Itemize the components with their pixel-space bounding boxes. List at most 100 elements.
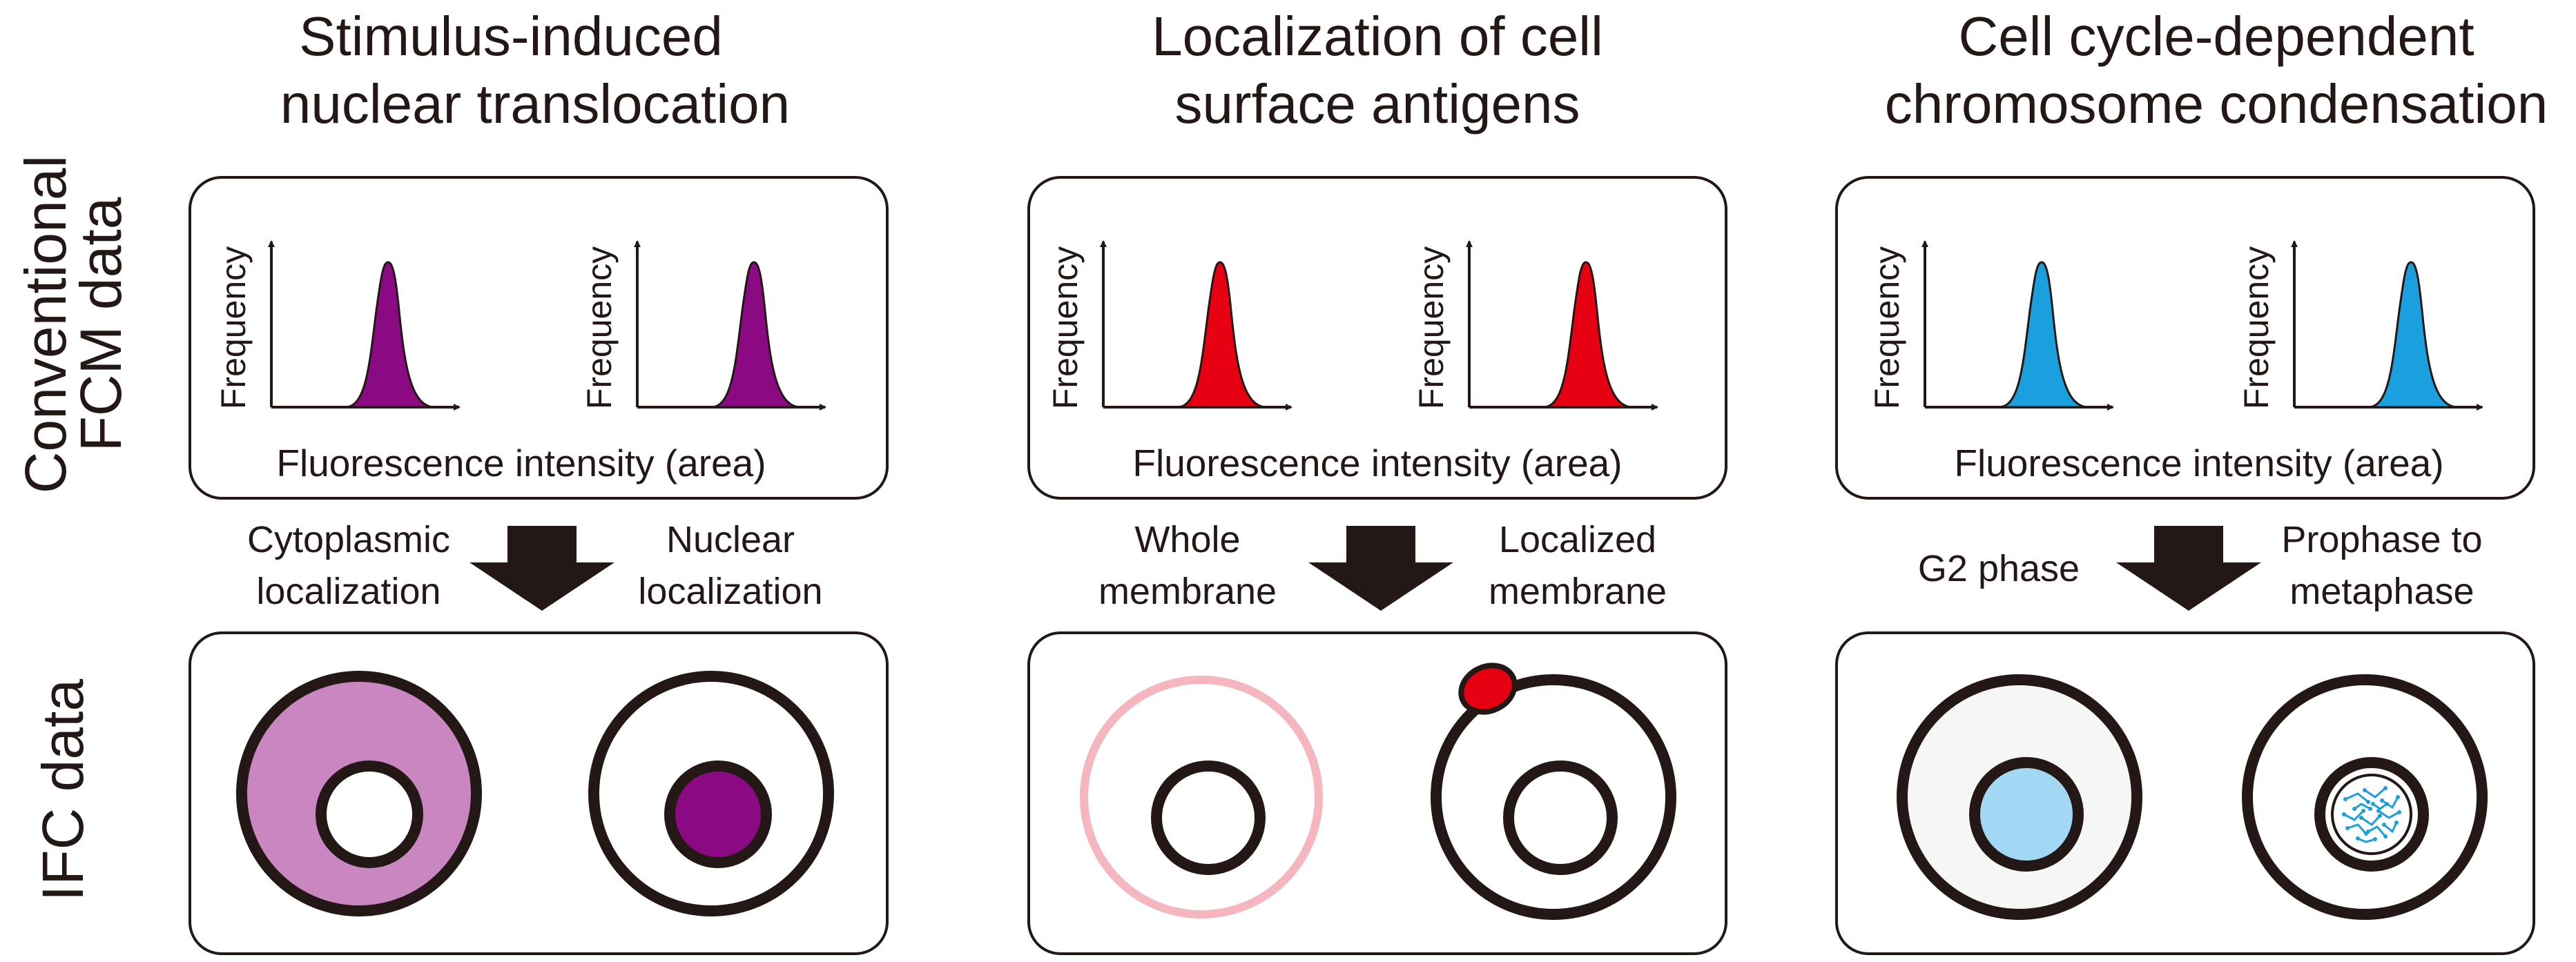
panel-2-left-ylabel: Frequency xyxy=(1046,246,1085,409)
panel-3-left-peak xyxy=(1998,261,2089,409)
row-label-ifc: IFC data xyxy=(30,679,95,901)
panel-2-right-ylabel: Frequency xyxy=(1412,246,1451,409)
chromosome-end xyxy=(2361,809,2365,813)
panel-2-cell-whole-membrane xyxy=(1080,676,1323,919)
chromosome-end xyxy=(2385,802,2389,806)
panel-1-histogram-right: Frequency xyxy=(580,240,826,411)
panel-1-right-peak xyxy=(710,261,802,409)
chromosome-end xyxy=(2345,826,2350,830)
chromosome-end xyxy=(2366,800,2370,804)
chromosome-segment xyxy=(2367,825,2387,838)
row-label-fcm: Conventional FCM data xyxy=(13,155,133,493)
panel-3-cell-prophase xyxy=(2242,674,2488,920)
panel-3-cell-left-nucleus xyxy=(1969,757,2084,872)
panel-1-cell-nuclear xyxy=(588,671,834,916)
panel-1-down-arrow-icon xyxy=(469,526,614,611)
chromosome-end xyxy=(2352,807,2356,811)
panel-1-xlabel: Fluorescence intensity (area) xyxy=(276,442,766,484)
chromosome-end xyxy=(2373,837,2377,841)
panel-3-right-peak xyxy=(2367,261,2459,409)
chromosome-end xyxy=(2366,830,2370,834)
panel-3-right-step-label-line2: metaphase xyxy=(2289,571,2474,612)
panel-3-title-line2: chromosome condensation xyxy=(1885,73,2548,135)
panel-1-cell-right-nucleus xyxy=(664,760,772,868)
chromosome-end xyxy=(2394,821,2399,825)
panel-3-histogram-left: Frequency xyxy=(1868,240,2114,411)
panel-3-cell-g2 xyxy=(1897,674,2142,920)
panel-1-right-step-label-line1: Nuclear xyxy=(666,519,795,560)
panel-3-fcm-box xyxy=(1835,176,2535,500)
panel-2-localized-antigen xyxy=(1458,662,1518,715)
panel-chromosome-condensation: Cell cycle-dependent chromosome condensa… xyxy=(1835,6,2548,955)
panel-2-left-step-label-line1: Whole xyxy=(1134,519,1240,560)
chromosome-segment xyxy=(2353,803,2372,810)
chromosome-end xyxy=(2376,809,2381,813)
chromosome-end xyxy=(2371,802,2375,806)
panel-2-title-line2: surface antigens xyxy=(1174,73,1580,135)
panel-3-left-ylabel: Frequency xyxy=(1868,246,1906,409)
chromosome-segment xyxy=(2343,809,2365,821)
panel-2-down-arrow-icon xyxy=(1308,526,1453,611)
chromosome-end xyxy=(2356,836,2360,841)
panel-2-left-peak xyxy=(1176,261,1268,409)
panel-1-right-ylabel: Frequency xyxy=(580,246,619,409)
chromosome-end xyxy=(2363,788,2367,792)
panel-1-left-step-label-line1: Cytoplasmic xyxy=(247,519,450,560)
panel-1-histogram-left: Frequency xyxy=(214,240,461,411)
panel-3-left-step-label-line1: G2 phase xyxy=(1918,548,2080,589)
panel-3-title-line1: Cell cycle-dependent xyxy=(1958,6,2474,67)
panel-2-right-step-label-line2: membrane xyxy=(1489,571,1667,612)
panel-1-title-line2: nuclear translocation xyxy=(280,73,790,135)
panel-1-cell-cytoplasmic xyxy=(236,671,482,916)
chromosome-end xyxy=(2342,812,2346,816)
chromosome-end xyxy=(2343,797,2347,801)
panel-1-right-step-label-line2: localization xyxy=(638,571,822,612)
chromosome-segment xyxy=(2344,792,2370,803)
panel-3-down-arrow-icon xyxy=(2116,526,2261,611)
panel-1-title-line1: Stimulus-induced xyxy=(299,6,723,67)
chromosome-segment xyxy=(2372,803,2388,810)
chromosome-end xyxy=(2397,810,2401,814)
condensed-chromosomes xyxy=(2342,786,2401,843)
panel-nuclear-translocation: Stimulus-induced nuclear translocation F… xyxy=(188,6,889,955)
chromosome-end xyxy=(2396,795,2400,799)
panel-2-cell-left-nucleus xyxy=(1151,760,1266,875)
chromosome-segment xyxy=(2356,837,2376,843)
panel-2-histogram-left: Frequency xyxy=(1046,240,1292,411)
chromosome-segment xyxy=(2360,814,2381,826)
panel-3-histogram-right: Frequency xyxy=(2237,240,2483,411)
panel-2-xlabel: Fluorescence intensity (area) xyxy=(1132,442,1622,484)
chromosome-segment xyxy=(2383,821,2398,834)
chromosome-segment xyxy=(2363,787,2387,798)
panel-1-left-peak xyxy=(345,261,436,409)
panel-3-right-ylabel: Frequency xyxy=(2237,246,2276,409)
row-label-fcm-line1: Conventional xyxy=(13,155,78,493)
panel-2-title-line1: Localization of cell xyxy=(1152,6,1603,67)
chromosome-end xyxy=(2359,816,2363,820)
chromosome-segment xyxy=(2346,823,2367,835)
panel-2-cell-localized-membrane xyxy=(1431,662,1676,920)
panel-2-cell-right-nucleus xyxy=(1503,760,1618,875)
panel-3-cell-right-nucleus-inner xyxy=(2331,774,2412,855)
panel-3-right-step-label-line1: Prophase to xyxy=(2281,519,2482,560)
panel-2-fcm-box xyxy=(1027,176,1727,500)
panel-3-xlabel: Fluorescence intensity (area) xyxy=(1954,442,2443,484)
chromosome-end xyxy=(2368,807,2372,811)
chromosome-end xyxy=(2380,798,2384,803)
panel-2-right-step-label-line1: Localized xyxy=(1499,519,1656,560)
panel-2-histogram-right: Frequency xyxy=(1412,240,1658,411)
panel-2-left-step-label-line2: membrane xyxy=(1098,571,1277,612)
row-label-fcm-line2: FCM data xyxy=(68,197,133,451)
panel-1-cell-left-nucleus xyxy=(316,760,423,868)
panel-surface-antigens: Localization of cell surface antigens Fr… xyxy=(1027,6,1727,955)
panel-2-right-peak xyxy=(1542,261,1634,409)
panel-1-fcm-box xyxy=(188,176,889,500)
panel-1-left-step-label-line2: localization xyxy=(256,571,440,612)
panel-1-left-ylabel: Frequency xyxy=(214,246,253,409)
chromosome-end xyxy=(2383,786,2388,790)
chromosome-segment xyxy=(2377,809,2401,819)
chromosome-end xyxy=(2383,834,2388,838)
chromosome-end xyxy=(2378,814,2382,818)
